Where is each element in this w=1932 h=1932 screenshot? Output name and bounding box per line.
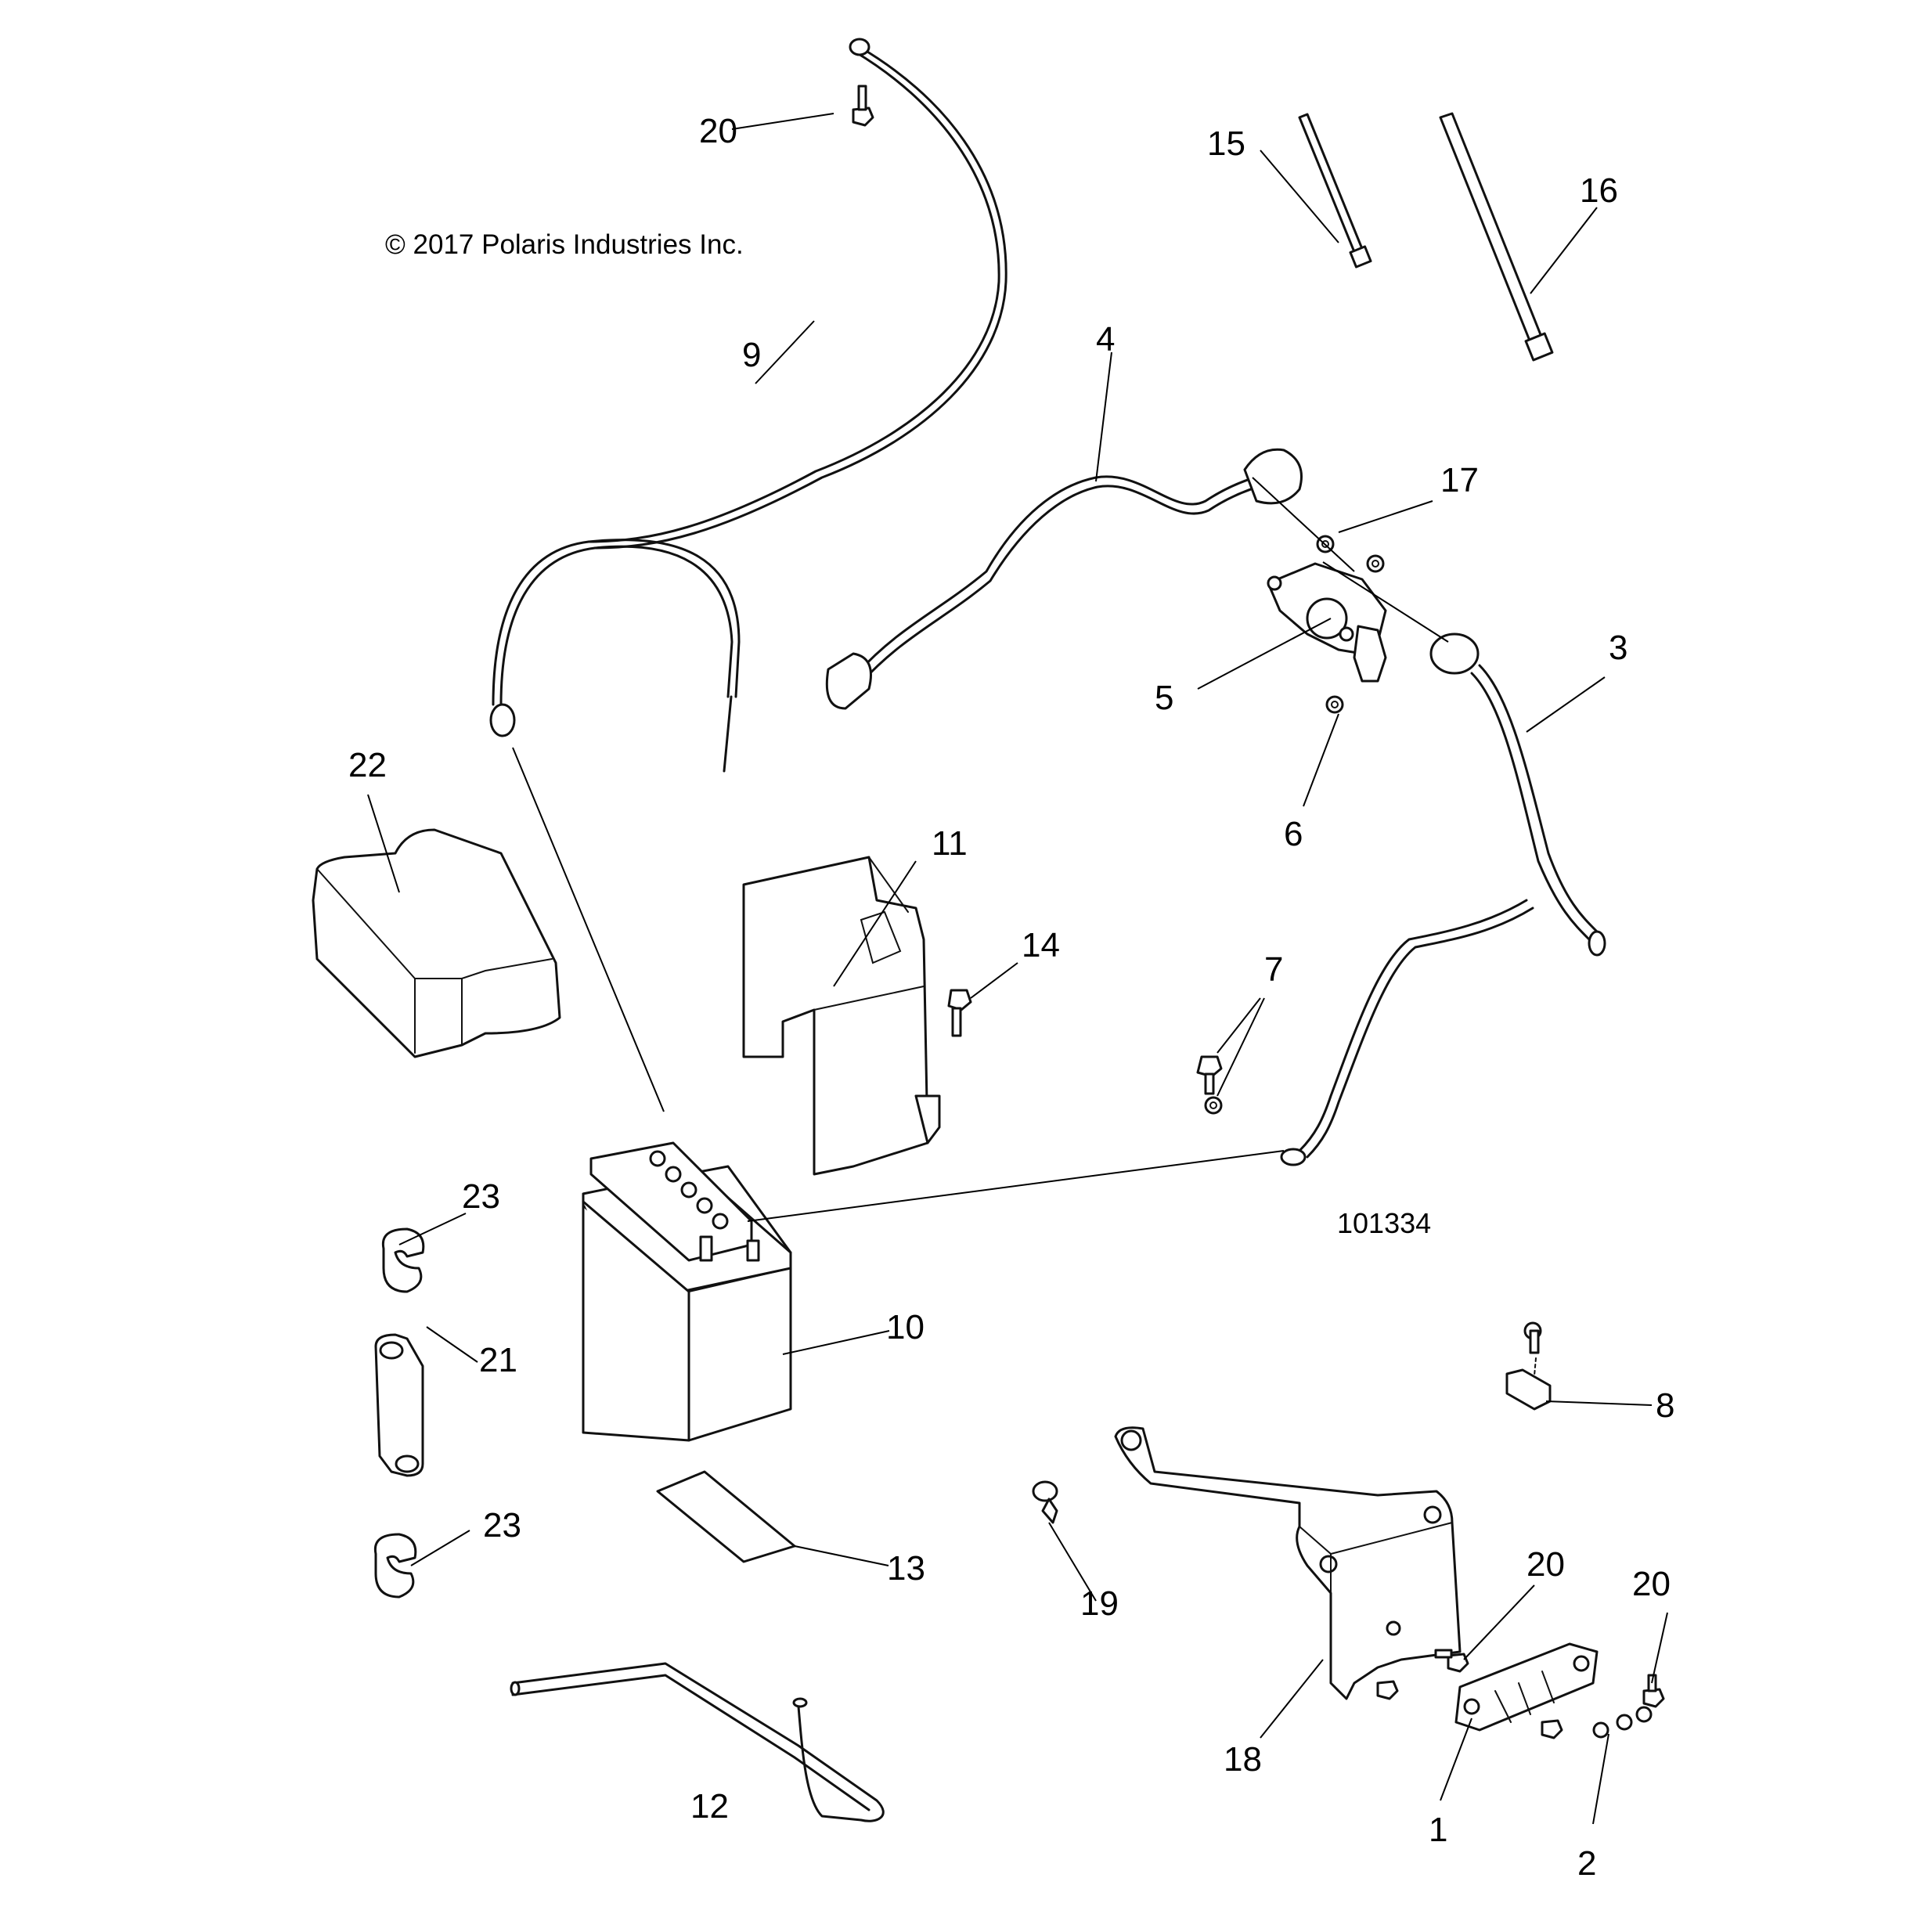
callout-21: 21 [479,1341,517,1379]
part-4-cable[interactable] [825,448,1303,710]
part-13-pad[interactable] [656,1470,796,1563]
callout-3: 3 [1609,629,1627,667]
callout-9: 9 [742,336,761,374]
callout-22: 22 [348,746,387,784]
part-6-nut[interactable] [1325,695,1344,714]
part-20-bolt-top[interactable] [852,85,874,127]
callout-15: 15 [1207,124,1245,163]
part-22-cover[interactable] [312,828,561,1058]
part-15-cable-tie[interactable] [1298,113,1372,269]
callout-5: 5 [1155,679,1173,717]
part-11-shield[interactable] [742,856,941,1176]
figure-number: 101334 [1337,1207,1431,1239]
part-16-cable-tie[interactable] [1439,112,1554,362]
callout-16: 16 [1580,171,1618,210]
part-9-cable[interactable] [489,38,1007,773]
part-19-rivet[interactable] [1032,1480,1058,1524]
part-18-bracket[interactable] [1114,1426,1462,1700]
part-17-nuts[interactable] [1316,535,1385,573]
part-21-strap[interactable] [374,1333,424,1477]
part-12-vent-tube[interactable] [510,1662,885,1822]
part-7-bolt-nut[interactable] [1196,1055,1223,1115]
callout-20-lower-left: 20 [1526,1545,1565,1584]
callout-labels: 1 2 3 4 5 6 7 8 9 10 11 12 13 14 15 16 1… [348,112,1674,1883]
callout-17: 17 [1440,461,1479,499]
callout-1: 1 [1429,1811,1447,1849]
callout-18: 18 [1224,1740,1262,1779]
part-2-washers[interactable] [1592,1706,1653,1739]
callout-20-top: 20 [699,112,737,150]
callout-7: 7 [1264,950,1283,989]
callout-8: 8 [1656,1386,1674,1425]
part-1-terminal-block[interactable] [1454,1642,1599,1732]
callout-2: 2 [1577,1844,1596,1883]
part-10-battery[interactable] [582,1141,792,1442]
callout-23-bottom: 23 [483,1506,521,1545]
callout-10: 10 [886,1308,925,1346]
callout-23-top: 23 [462,1177,500,1216]
part-14-bolt[interactable] [947,989,972,1037]
part-8-clamp[interactable] [1505,1321,1552,1411]
callout-6: 6 [1284,815,1303,853]
callout-12: 12 [690,1787,729,1826]
part-23-spacer-bottom[interactable] [373,1533,417,1599]
part-5-solenoid[interactable] [1267,562,1387,683]
callout-4: 4 [1096,320,1115,359]
callout-20-lower-right: 20 [1632,1565,1671,1603]
callout-19: 19 [1080,1584,1119,1623]
callout-11: 11 [932,824,968,863]
leader-lines [367,113,1668,1825]
part-23-spacer-top[interactable] [381,1227,425,1293]
part-3-cable[interactable] [1280,633,1606,1166]
callout-13: 13 [887,1549,925,1588]
callout-14: 14 [1022,926,1060,964]
copyright-text: © 2017 Polaris Industries Inc. [385,229,744,260]
